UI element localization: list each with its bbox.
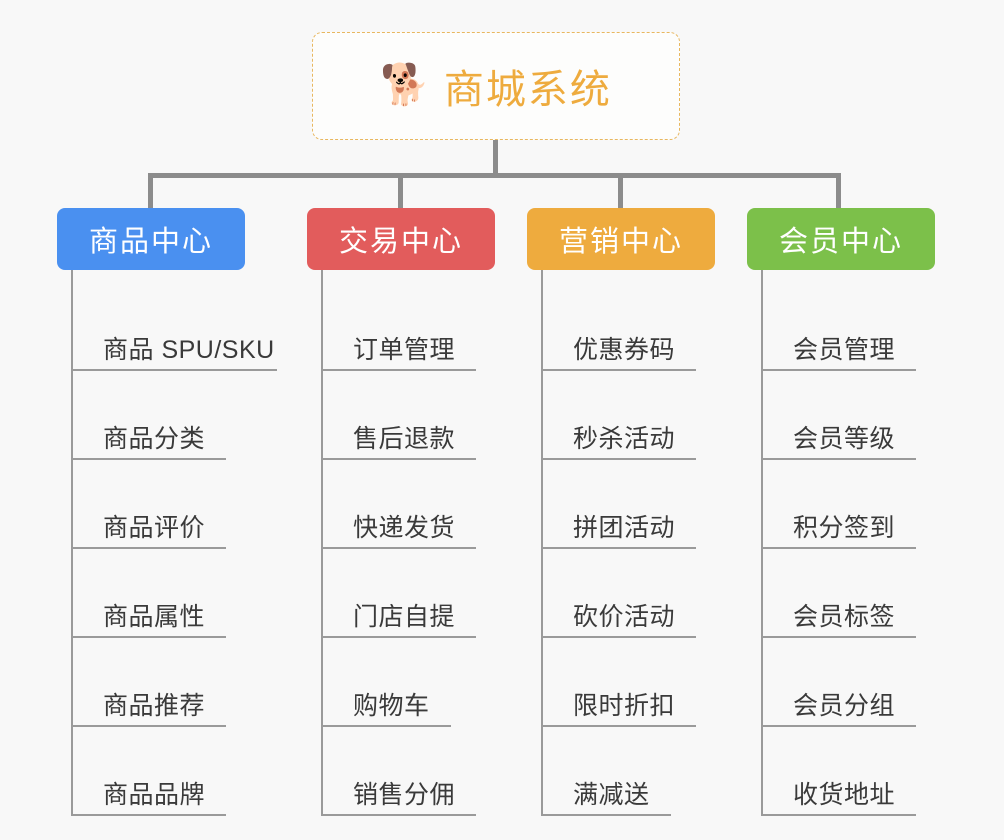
category-item-list-2: 订单管理 售后退款 快递发货 门店自提 购物车 销售分佣 [321, 270, 495, 816]
list-item-label: 订单管理 [353, 336, 456, 364]
category-column-1: 商品中心 商品 SPU/SKU 商品分类 商品评价 商品属性 商品推荐 [57, 208, 277, 816]
list-item-rule [761, 636, 916, 638]
list-item[interactable]: 销售分佣 [321, 727, 495, 816]
category-header-2[interactable]: 交易中心 [307, 208, 495, 270]
list-item-label: 商品推荐 [103, 692, 206, 720]
list-item[interactable]: 拼团活动 [541, 460, 715, 549]
category-column-3: 营销中心 优惠券码 秒杀活动 拼团活动 砍价活动 限时折扣 [527, 208, 715, 816]
list-item-rule [321, 547, 476, 549]
list-item-label: 满减送 [573, 781, 650, 809]
list-item-label: 商品 SPU/SKU [103, 336, 275, 364]
category-item-list-4: 会员管理 会员等级 积分签到 会员标签 会员分组 收货地址 [761, 270, 935, 816]
category-column-4: 会员中心 会员管理 会员等级 积分签到 会员标签 会员分组 [747, 208, 935, 816]
list-item-label: 商品分类 [103, 425, 206, 453]
list-item[interactable]: 商品 SPU/SKU [71, 282, 277, 371]
list-item[interactable]: 会员等级 [761, 371, 935, 460]
list-item-rule [71, 814, 226, 816]
list-item[interactable]: 会员管理 [761, 282, 935, 371]
list-item[interactable]: 砍价活动 [541, 549, 715, 638]
list-item[interactable]: 售后退款 [321, 371, 495, 460]
list-item-rule [71, 369, 277, 371]
category-header-label: 交易中心 [338, 226, 463, 258]
list-item-label: 优惠券码 [573, 336, 676, 364]
list-item-label: 收货地址 [793, 781, 896, 809]
list-item-label: 会员标签 [793, 603, 896, 631]
list-item-label: 积分签到 [793, 514, 896, 542]
list-item[interactable]: 门店自提 [321, 549, 495, 638]
list-item-rule [71, 725, 226, 727]
connector-drop-2 [398, 176, 403, 210]
shiba-dog-icon: 🐕 [380, 63, 430, 107]
list-item-rule [541, 458, 696, 460]
list-item[interactable]: 会员分组 [761, 638, 935, 727]
list-item[interactable]: 商品分类 [71, 371, 245, 460]
list-item-label: 销售分佣 [353, 781, 456, 809]
list-item-label: 商品品牌 [103, 781, 206, 809]
list-item[interactable]: 商品推荐 [71, 638, 245, 727]
list-item[interactable]: 快递发货 [321, 460, 495, 549]
list-item-rule [71, 636, 226, 638]
connector-drop-3 [618, 176, 623, 210]
list-item-label: 限时折扣 [573, 692, 676, 720]
category-header-label: 会员中心 [778, 226, 903, 258]
list-item-label: 会员等级 [793, 425, 896, 453]
list-item-label: 门店自提 [353, 603, 456, 631]
root-node[interactable]: 🐕 商城系统 [312, 32, 680, 140]
list-item-rule [321, 636, 476, 638]
list-item-rule [761, 725, 916, 727]
root-title: 商城系统 [443, 68, 612, 112]
list-item-rule [541, 547, 696, 549]
list-item-rule [761, 814, 916, 816]
category-column-2: 交易中心 订单管理 售后退款 快递发货 门店自提 购物车 [307, 208, 495, 816]
list-item-rule [541, 725, 696, 727]
list-item-rule [541, 636, 696, 638]
list-item[interactable]: 优惠券码 [541, 282, 715, 371]
list-item-label: 商品属性 [103, 603, 206, 631]
list-item[interactable]: 会员标签 [761, 549, 935, 638]
category-header-label: 营销中心 [558, 226, 683, 258]
list-item-label: 商品评价 [103, 514, 206, 542]
category-header-3[interactable]: 营销中心 [527, 208, 715, 270]
list-item[interactable]: 商品属性 [71, 549, 245, 638]
list-item[interactable]: 收货地址 [761, 727, 935, 816]
list-item[interactable]: 订单管理 [321, 282, 495, 371]
list-item[interactable]: 商品品牌 [71, 727, 245, 816]
list-item-rule [541, 369, 696, 371]
list-item-rule [761, 369, 916, 371]
list-item[interactable]: 商品评价 [71, 460, 245, 549]
list-item-rule [761, 458, 916, 460]
list-item-rule [321, 814, 476, 816]
category-item-list-1: 商品 SPU/SKU 商品分类 商品评价 商品属性 商品推荐 商品品牌 [71, 270, 277, 816]
list-item-rule [71, 547, 226, 549]
list-item-rule [541, 814, 671, 816]
list-item-rule [321, 369, 476, 371]
connector-drop-4 [836, 176, 841, 210]
list-item[interactable]: 限时折扣 [541, 638, 715, 727]
list-item[interactable]: 购物车 [321, 638, 495, 727]
category-header-4[interactable]: 会员中心 [747, 208, 935, 270]
list-item-label: 会员管理 [793, 336, 896, 364]
connector-drop-1 [148, 176, 153, 210]
connector-stem [493, 140, 498, 176]
list-item[interactable]: 满减送 [541, 727, 715, 816]
list-item-label: 快递发货 [353, 514, 456, 542]
list-item-rule [71, 458, 226, 460]
list-item[interactable]: 秒杀活动 [541, 371, 715, 460]
list-item-label: 砍价活动 [573, 603, 676, 631]
list-item-rule [761, 547, 916, 549]
list-item-label: 售后退款 [353, 425, 456, 453]
category-item-list-3: 优惠券码 秒杀活动 拼团活动 砍价活动 限时折扣 满减送 [541, 270, 715, 816]
list-item-label: 拼团活动 [573, 514, 676, 542]
list-item-rule [321, 725, 451, 727]
list-item[interactable]: 积分签到 [761, 460, 935, 549]
category-header-label: 商品中心 [88, 226, 213, 258]
list-item-label: 秒杀活动 [573, 425, 676, 453]
list-item-label: 会员分组 [793, 692, 896, 720]
connector-horizontal-bar [148, 173, 841, 178]
list-item-label: 购物车 [353, 692, 430, 720]
list-item-rule [321, 458, 476, 460]
category-header-1[interactable]: 商品中心 [57, 208, 245, 270]
